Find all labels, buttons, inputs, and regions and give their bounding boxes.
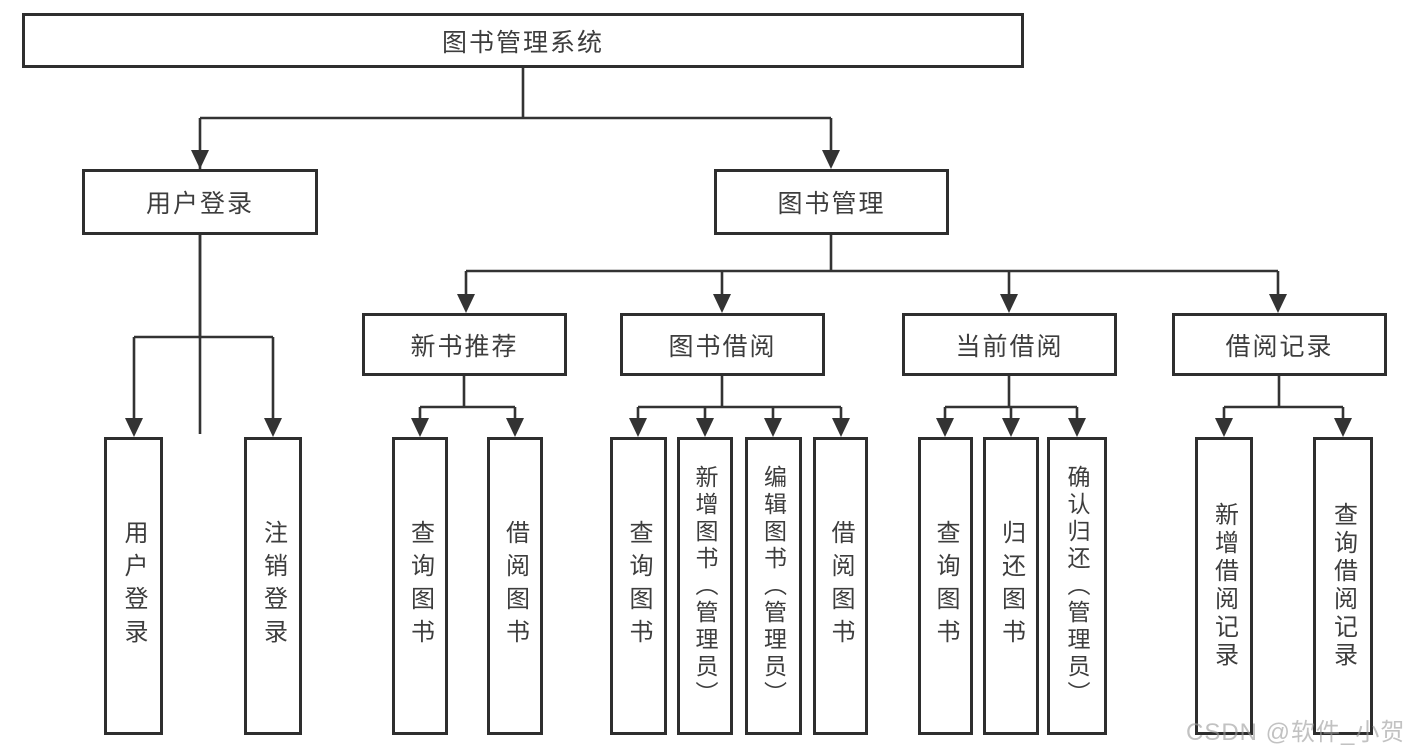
leaf-label: 查询借阅记录 (1329, 502, 1357, 670)
leaf-borrow-borrow: 借阅图书 (813, 437, 868, 735)
leaf-current-confirm-admin: 确认归还（管理员） (1047, 437, 1107, 735)
arrowhead-icon (457, 294, 475, 313)
leaf-label: 注销登录 (259, 520, 287, 652)
arrowhead-icon (822, 150, 840, 169)
arrowhead-icon (1002, 418, 1020, 437)
node-label: 用户登录 (145, 190, 254, 218)
leaf-newbooks-borrow: 借阅图书 (487, 437, 543, 735)
node-book-borrow: 图书借阅 (620, 313, 825, 376)
leaf-label: 新增借阅记录 (1210, 502, 1238, 670)
leaf-label: 查询图书 (406, 520, 434, 652)
leaf-user-logout: 注销登录 (244, 437, 302, 735)
node-label: 当前借阅 (955, 332, 1064, 361)
arrowhead-icon (1068, 418, 1086, 437)
leaf-label: 归还图书 (997, 520, 1025, 652)
node-label: 图书借阅 (668, 332, 777, 361)
node-label: 借阅记录 (1225, 332, 1334, 361)
arrowhead-icon (411, 418, 429, 437)
leaf-label: 查询图书 (932, 520, 959, 652)
connector-newbooks-to-leaves (418, 376, 517, 434)
leaf-label: 确认归还（管理员） (1064, 464, 1090, 708)
leaf-newbooks-query: 查询图书 (392, 437, 448, 735)
arrowhead-icon (936, 418, 954, 437)
node-book-management: 图书管理 (714, 169, 949, 235)
arrowhead-icon (629, 418, 647, 437)
node-current-borrow: 当前借阅 (902, 313, 1117, 376)
leaf-label: 借阅图书 (501, 520, 529, 652)
arrowhead-icon (125, 418, 143, 437)
arrowhead-icon (264, 418, 282, 437)
node-borrow-records: 借阅记录 (1172, 313, 1387, 376)
arrowhead-icon (1269, 294, 1287, 313)
leaf-borrow-query: 查询图书 (610, 437, 667, 735)
arrowhead-icon (696, 418, 714, 437)
leaf-current-query: 查询图书 (918, 437, 973, 735)
leaf-user-login: 用户登录 (104, 437, 163, 735)
arrowhead-icon (713, 294, 731, 313)
leaf-label: 编辑图书（管理员） (760, 464, 787, 708)
arrowhead-icon (1000, 294, 1018, 313)
node-system-title: 图书管理系统 (22, 13, 1024, 68)
leaf-label: 借阅图书 (827, 520, 854, 652)
connector-bookborrow-to-leaves (636, 376, 843, 434)
leaf-current-return: 归还图书 (983, 437, 1039, 735)
arrowhead-icon (764, 418, 782, 437)
csdn-watermark: CSDN @软件_小贺同学 (1186, 719, 1405, 746)
node-label: 新书推荐 (410, 332, 519, 361)
leaf-records-add: 新增借阅记录 (1195, 437, 1253, 735)
arrowhead-icon (1215, 418, 1233, 437)
connector-records-to-leaves (1222, 376, 1345, 434)
connector-userlogin-to-leaves (132, 235, 275, 434)
arrowhead-group (125, 150, 1352, 437)
leaf-borrow-add-admin: 新增图书（管理员） (677, 437, 733, 735)
arrowhead-icon (506, 418, 524, 437)
node-label: 图书管理系统 (441, 28, 604, 57)
connector-bookmgmt-to-level3 (464, 235, 1280, 310)
arrowhead-icon (1334, 418, 1352, 437)
node-user-login: 用户登录 (82, 169, 318, 235)
leaf-records-query: 查询借阅记录 (1313, 437, 1373, 735)
node-label: 图书管理 (777, 190, 886, 218)
node-new-book-recommend: 新书推荐 (362, 313, 567, 376)
arrowhead-icon (832, 418, 850, 437)
leaf-borrow-edit-admin: 编辑图书（管理员） (745, 437, 802, 735)
leaf-label: 查询图书 (625, 520, 652, 652)
leaf-label: 新增图书（管理员） (692, 464, 718, 708)
connector-root-to-level2 (198, 68, 833, 434)
arrowhead-icon (191, 150, 209, 169)
leaf-label: 用户登录 (120, 520, 147, 652)
